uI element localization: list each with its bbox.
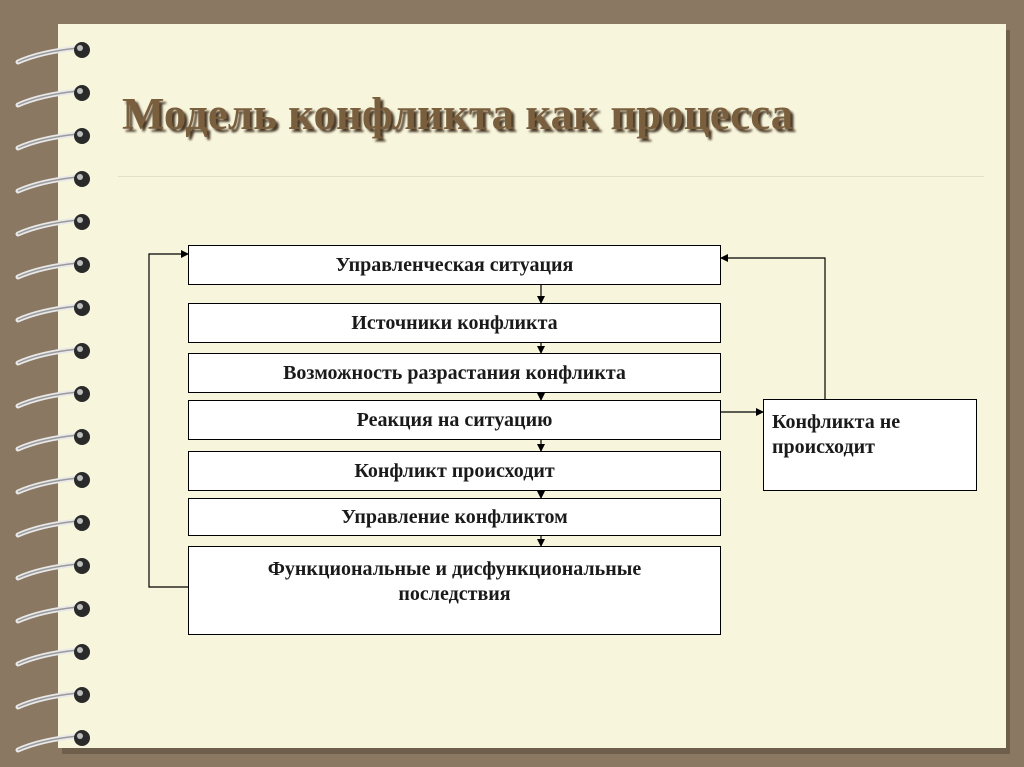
spiral-wire-shade [17,520,79,536]
binding-hole-highlight [77,432,83,438]
spiral-wire-shade [17,434,79,450]
spiral-wire-shade [17,262,79,278]
binding-hole-highlight [77,217,83,223]
step-management-situation: Управленческая ситуация [188,245,721,285]
binding-hole-highlight [77,131,83,137]
step-conflict-management: Управление конфликтом [188,498,721,536]
feedback-consequences [148,250,189,588]
spiral-wire-shade [17,735,79,751]
step-reaction-to-situation: Реакция на ситуацию [188,400,721,440]
feedback-no-conflict [720,254,826,399]
binding-hole-highlight [77,475,83,481]
binding-hole-highlight [77,389,83,395]
step-conflict-occurs: Конфликт происходит [188,451,721,491]
spiral-wire-shade [17,692,79,708]
spiral-wire-shade [17,133,79,149]
spiral-wire-shade [17,649,79,665]
binding-hole-highlight [77,260,83,266]
binding-hole-highlight [77,647,83,653]
binding-hole-highlight [77,518,83,524]
step-consequences: Функциональные и дисфункциональные после… [188,546,721,635]
binding-hole-highlight [77,690,83,696]
spiral-wire-shade [17,391,79,407]
step-conflict-sources: Источники конфликта [188,303,721,343]
spiral-wire-shade [17,348,79,364]
binding-hole-highlight [77,604,83,610]
spiral-wire-shade [17,477,79,493]
side-box-no-conflict: Конфликта не происходит [763,399,977,491]
spiral-wire-shade [17,606,79,622]
binding-hole-highlight [77,88,83,94]
binding-hole-highlight [77,733,83,739]
binding-hole-highlight [77,45,83,51]
spiral-wire-shade [17,305,79,321]
binding-hole-highlight [77,303,83,309]
title-divider [118,176,984,177]
spiral-wire-shade [17,563,79,579]
binding-hole-highlight [77,174,83,180]
spiral-wire-shade [17,90,79,106]
spiral-wire-shade [17,219,79,235]
binding-hole-highlight [77,346,83,352]
step-escalation-possibility: Возможность разрастания конфликта [188,353,721,393]
binding-hole-highlight [77,561,83,567]
spiral-binding [15,42,90,753]
slide-title: Модель конфликта как процесса [122,89,794,139]
spiral-wire-shade [17,176,79,192]
spiral-wire-shade [17,47,79,63]
